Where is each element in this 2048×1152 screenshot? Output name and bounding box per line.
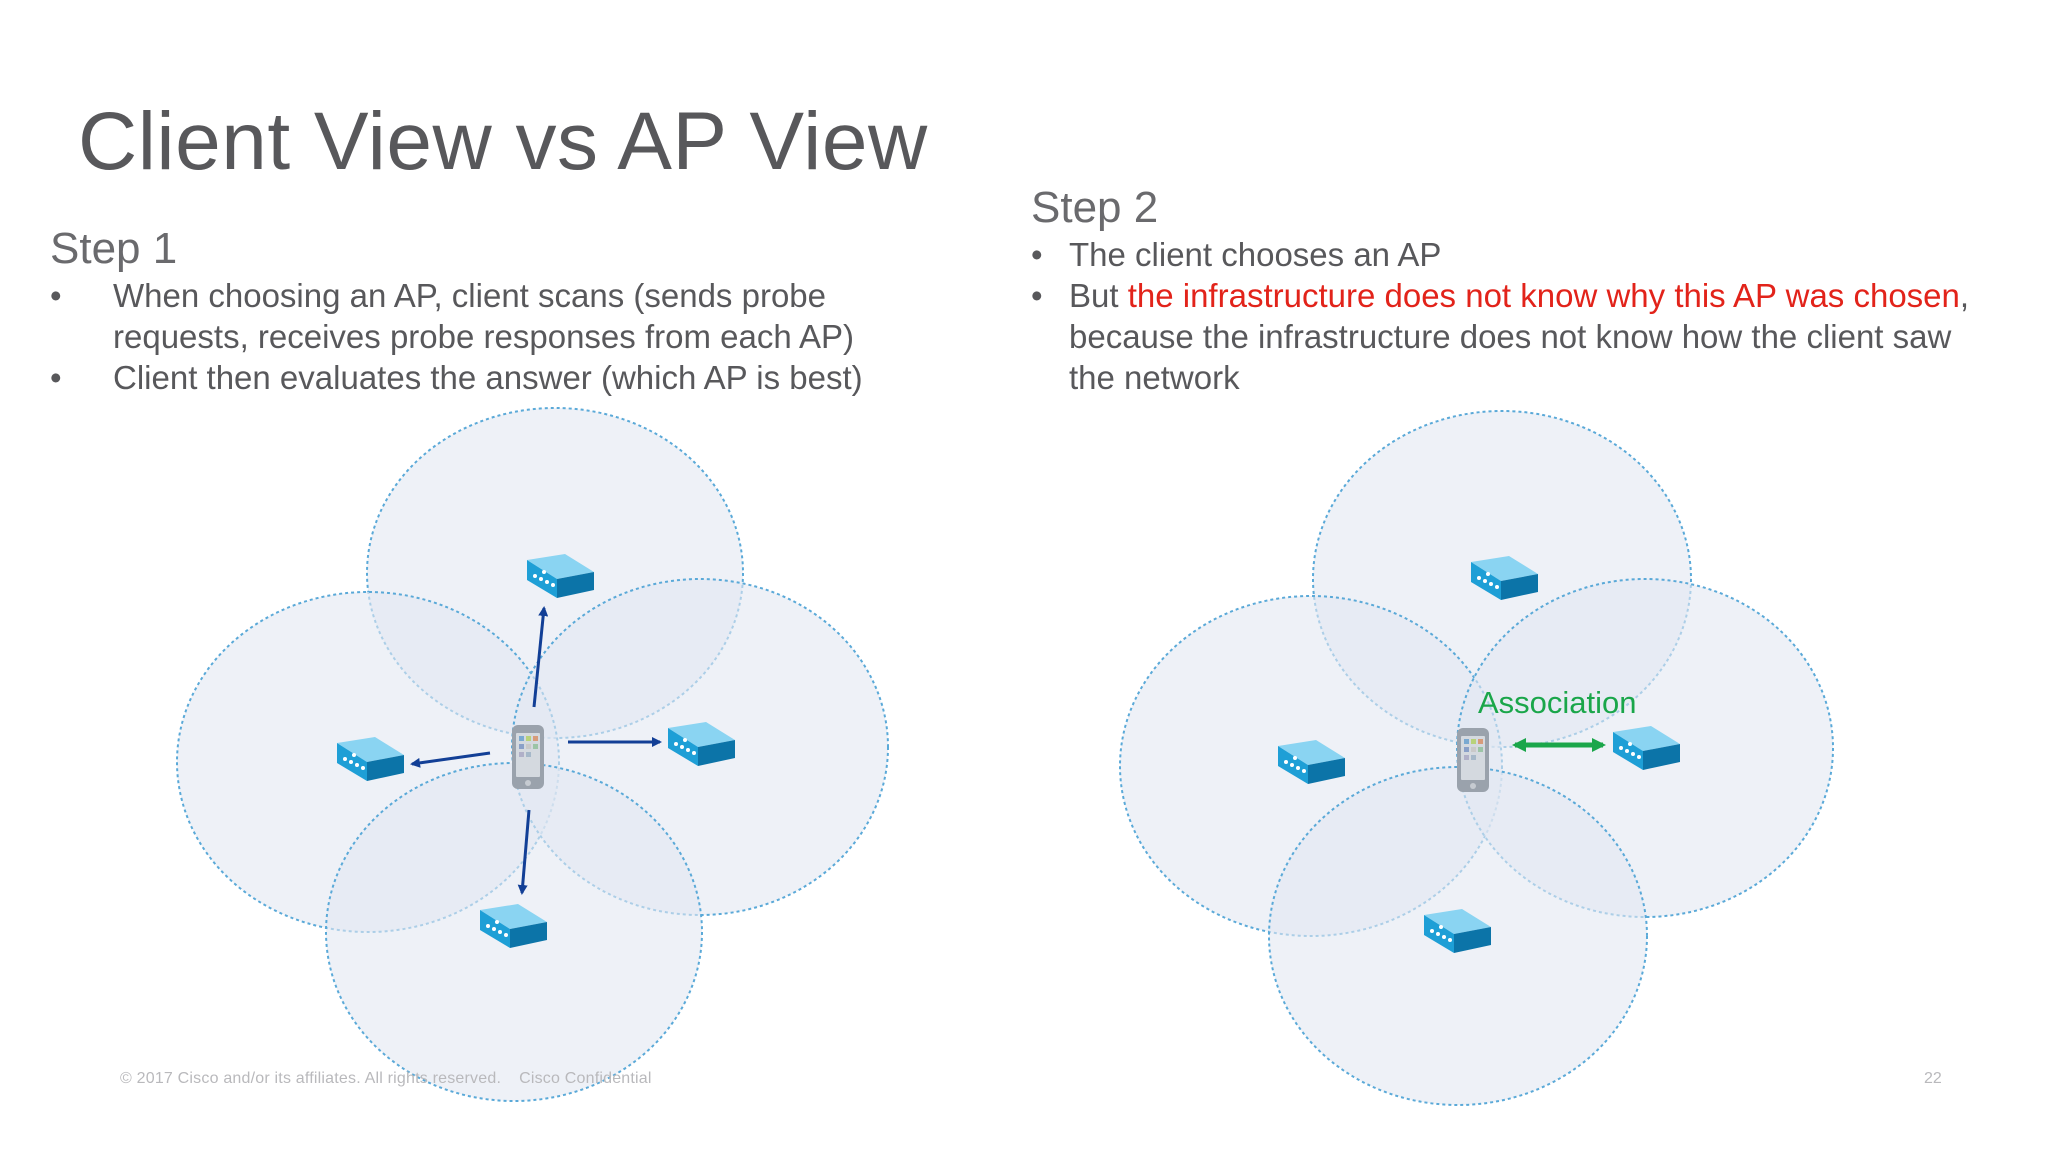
step2-title: Step 2 <box>1031 183 1159 232</box>
smartphone-icon <box>512 725 544 789</box>
step1-bullet-item: • When choosing an AP, client scans (sen… <box>50 275 930 357</box>
slide-title: Client View vs AP View <box>78 96 928 187</box>
bullet-dot: • <box>1031 277 1043 314</box>
page-number: 22 <box>1924 1070 1942 1087</box>
step1-bullet-list: • When choosing an AP, client scans (sen… <box>50 275 930 398</box>
bullet-dot: • <box>50 277 62 314</box>
step2-bullet-text: But <box>1069 277 1128 314</box>
step1-bullet-text: Client then evaluates the answer (which … <box>113 359 863 396</box>
step2-bullet-item: • The client chooses an AP <box>1031 234 1991 275</box>
probe-arrow-icon <box>410 751 491 768</box>
step1-diagram <box>176 407 889 1102</box>
step2-highlight-text: the infrastructure does not know why thi… <box>1127 277 1960 314</box>
step2-bullet-text-tail: , because the infrastructure does not kn… <box>1069 277 1970 396</box>
confidential-text: Cisco Confidential <box>519 1070 652 1087</box>
probe-arrow-icon <box>517 809 531 895</box>
association-label: Association <box>1478 685 1637 720</box>
step2-bullet-list: • The client chooses an AP • But the inf… <box>1031 234 1991 398</box>
step1-bullet-item: • Client then evaluates the answer (whic… <box>50 357 930 398</box>
probe-arrow-icon <box>532 606 549 708</box>
step2-bullet-text: The client chooses an AP <box>1069 236 1442 273</box>
bullet-dot: • <box>50 359 62 396</box>
bullet-dot: • <box>1031 236 1043 273</box>
step1-title: Step 1 <box>50 224 178 273</box>
step2-bullet-item: • But the infrastructure does not know w… <box>1031 275 1991 398</box>
step2-diagram <box>1119 410 1834 1106</box>
step1-bullet-text: When choosing an AP, client scans (sends… <box>113 277 855 355</box>
copyright-text: © 2017 Cisco and/or its affiliates. All … <box>120 1070 502 1087</box>
smartphone-icon <box>1457 728 1489 792</box>
footer-copyright: © 2017 Cisco and/or its affiliates. All … <box>120 1070 652 1088</box>
